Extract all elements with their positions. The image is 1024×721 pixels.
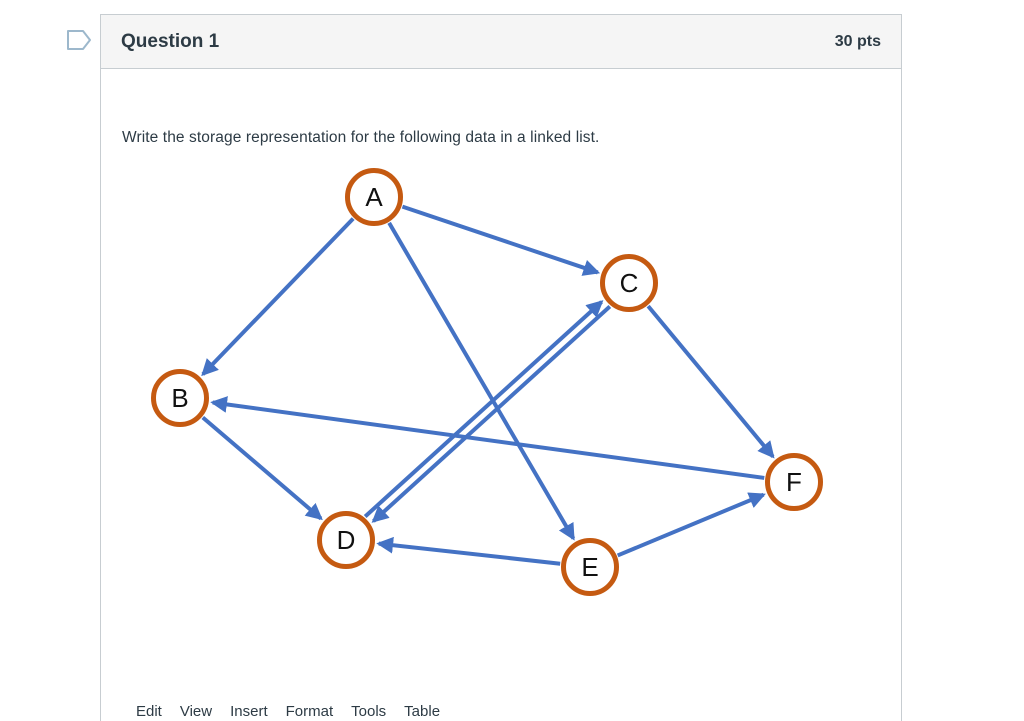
node-D: D (317, 511, 375, 569)
svg-text:F: F (786, 467, 802, 497)
svg-text:B: B (171, 383, 188, 413)
question-points: 30 pts (834, 32, 881, 50)
edge-C-D (371, 305, 612, 523)
question-title: Question 1 (121, 30, 220, 52)
linked-list-diagram: A B C D E F (101, 69, 902, 669)
edge-A-C (401, 204, 601, 276)
svg-text:C: C (620, 268, 639, 298)
node-F: F (765, 453, 823, 511)
question-prompt: Write the storage representation for the… (122, 129, 600, 146)
node-B: B (151, 369, 209, 427)
node-C: C (600, 254, 658, 312)
menu-format[interactable]: Format (285, 703, 334, 720)
rce-menubar: Edit View Insert Format Tools Table (136, 703, 440, 720)
node-A: A (345, 168, 403, 226)
edge-A-B (201, 217, 355, 377)
edge-E-D (376, 536, 561, 566)
edge-F-B (210, 396, 765, 480)
edge-B-D (201, 415, 323, 521)
question-header: Question 1 30 pts (101, 15, 901, 69)
edge-C-F (646, 304, 775, 459)
edge-E-F (616, 492, 766, 558)
edge-D-C (363, 300, 604, 518)
svg-text:E: E (581, 552, 598, 582)
menu-table[interactable]: Table (404, 703, 441, 720)
svg-text:D: D (337, 525, 356, 555)
node-E: E (561, 538, 619, 596)
menu-edit[interactable]: Edit (136, 703, 162, 720)
edge-A-E (387, 221, 576, 541)
menu-view[interactable]: View (179, 703, 213, 720)
question-card: Question 1 30 pts Write the storage repr… (100, 14, 902, 721)
menu-insert[interactable]: Insert (230, 703, 268, 720)
svg-text:A: A (365, 182, 383, 212)
question-bookmark-icon[interactable] (65, 28, 93, 52)
menu-tools[interactable]: Tools (351, 703, 387, 720)
